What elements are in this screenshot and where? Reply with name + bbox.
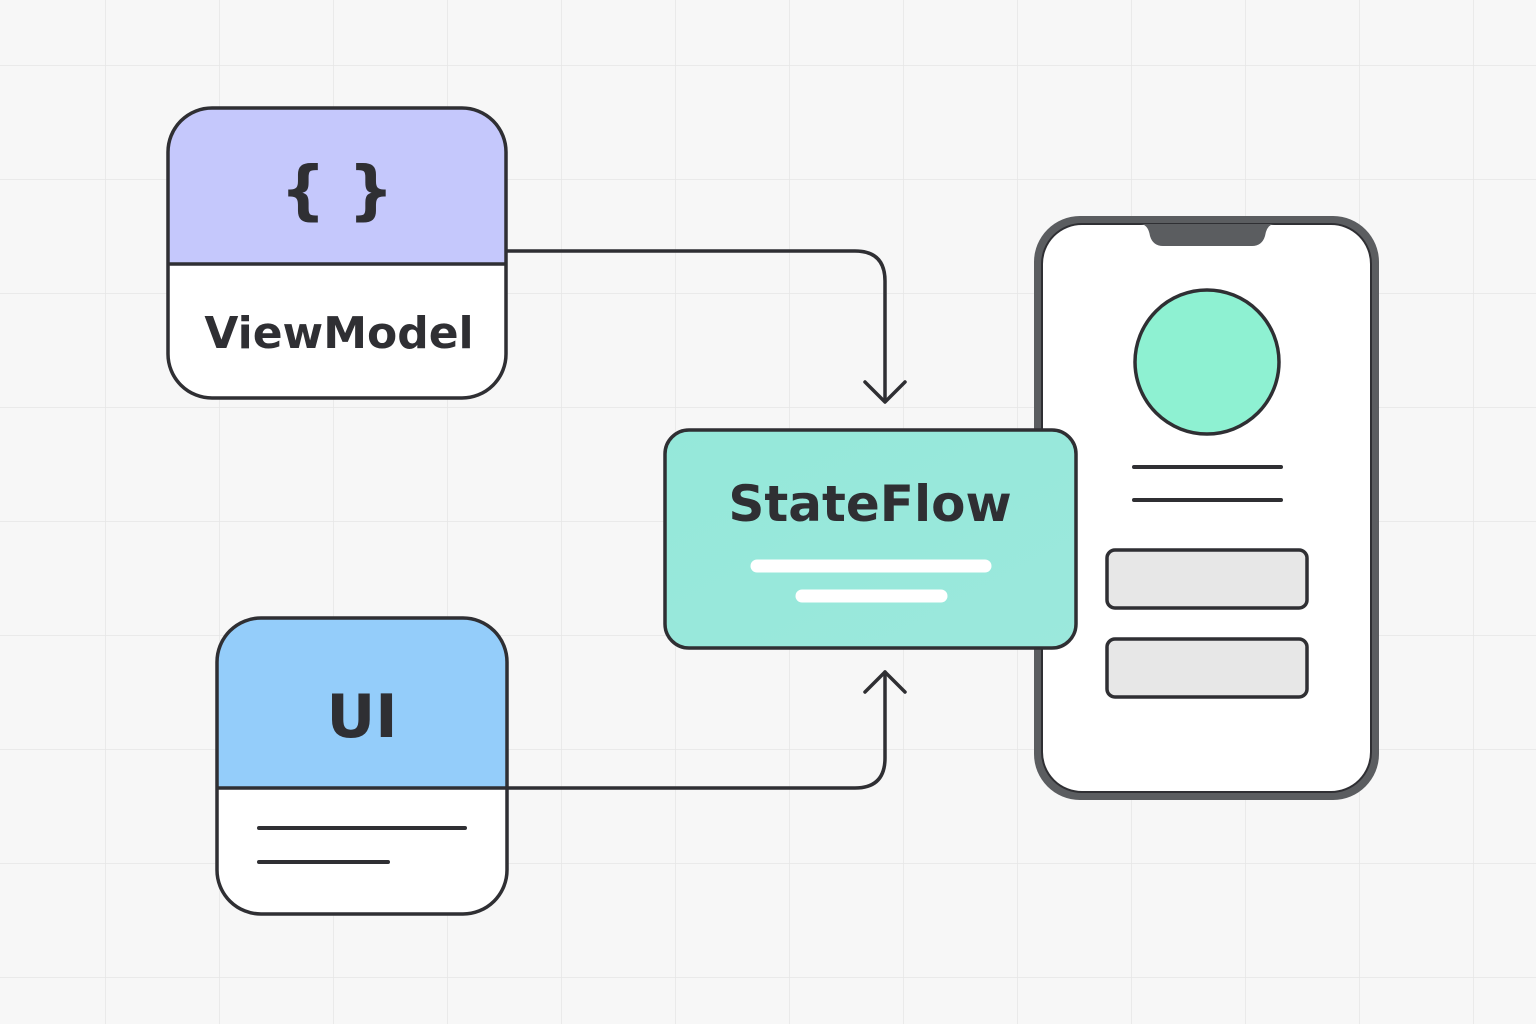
phone-notch <box>1140 224 1275 246</box>
viewmodel-label: ViewModel <box>204 308 473 359</box>
phone-avatar <box>1133 288 1281 436</box>
phone-field-1 <box>1105 548 1309 610</box>
arrow-up-icon <box>863 670 907 694</box>
phone-mockup <box>1034 216 1379 800</box>
curly-braces-icon: { } <box>280 154 393 228</box>
ui-card-header <box>217 618 507 788</box>
stateflow-label: StateFlow <box>728 475 1011 533</box>
arrow-down-icon <box>863 380 907 404</box>
connector-ui-to-stateflow <box>505 670 907 790</box>
ui-card: UI <box>215 616 509 916</box>
viewmodel-card-header <box>168 108 506 264</box>
phone-field-2 <box>1105 637 1309 699</box>
ui-label: UI <box>326 682 397 752</box>
viewmodel-card: { } ViewModel <box>166 106 508 400</box>
connector-viewmodel-to-stateflow <box>504 249 907 404</box>
stateflow-card: StateFlow <box>663 428 1078 650</box>
